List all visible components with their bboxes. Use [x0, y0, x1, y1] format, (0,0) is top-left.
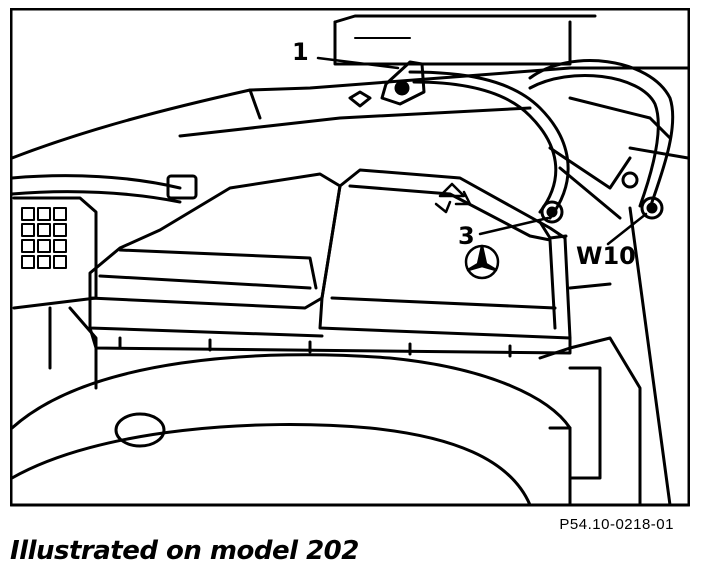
battery-cover-left: [88, 172, 342, 338]
wheel-well: [10, 336, 642, 507]
callout-leader-lines: [316, 56, 648, 246]
battery-illustration: 1 3 W10: [10, 8, 690, 508]
terminal-clamp-1: [348, 60, 426, 108]
left-fuse-box: [12, 196, 98, 390]
figure-frame: [10, 8, 690, 507]
illustration-drawing: [10, 8, 690, 507]
left-cable: [10, 174, 198, 204]
battery-cables: [408, 59, 675, 220]
battery-cover-right: [318, 168, 572, 340]
terminal-3: [538, 200, 568, 240]
leader-line-1: [316, 56, 400, 70]
three-pointed-star-icon: [464, 244, 500, 280]
callout-w10: W10: [576, 242, 636, 270]
callout-3: 3: [458, 222, 475, 250]
right-structure: [568, 146, 690, 507]
terminal-w10: [621, 171, 664, 220]
figure-caption: Illustrated on model 202: [10, 536, 359, 566]
upper-body-panels: [10, 14, 690, 160]
leader-line-w10: [606, 212, 648, 246]
callout-1: 1: [292, 38, 309, 66]
recycling-icon: [434, 182, 472, 214]
leader-line-3: [478, 216, 550, 236]
figure-reference-code: P54.10-0218-01: [559, 516, 674, 533]
battery-front: [88, 326, 572, 358]
